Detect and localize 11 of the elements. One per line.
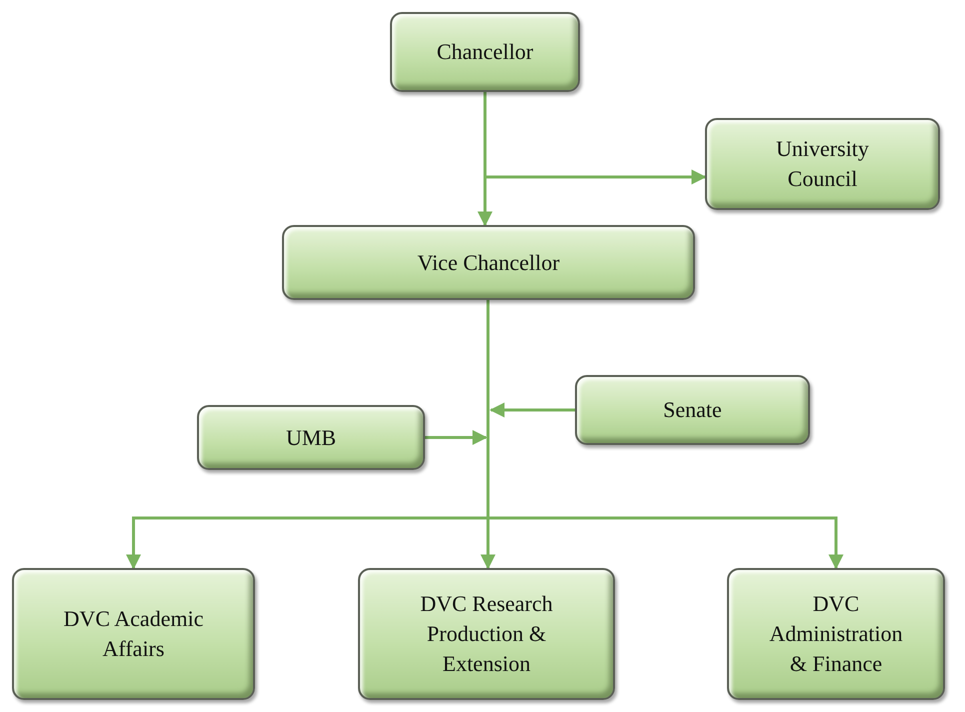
role-box: DVC Administration & Finance (727, 568, 945, 700)
role-box: DVC Academic Affairs (12, 568, 255, 700)
role-box: Chancellor (390, 12, 580, 92)
role-box: UMB (197, 405, 425, 470)
arrow (490, 402, 575, 418)
role-box: Senate (575, 375, 810, 445)
role-box: Vice Chancellor (282, 225, 695, 300)
arrow (484, 92, 706, 184)
role-box: DVC Research Production & Extension (358, 568, 615, 700)
arrow (425, 430, 488, 445)
role-box: University Council (705, 118, 940, 210)
